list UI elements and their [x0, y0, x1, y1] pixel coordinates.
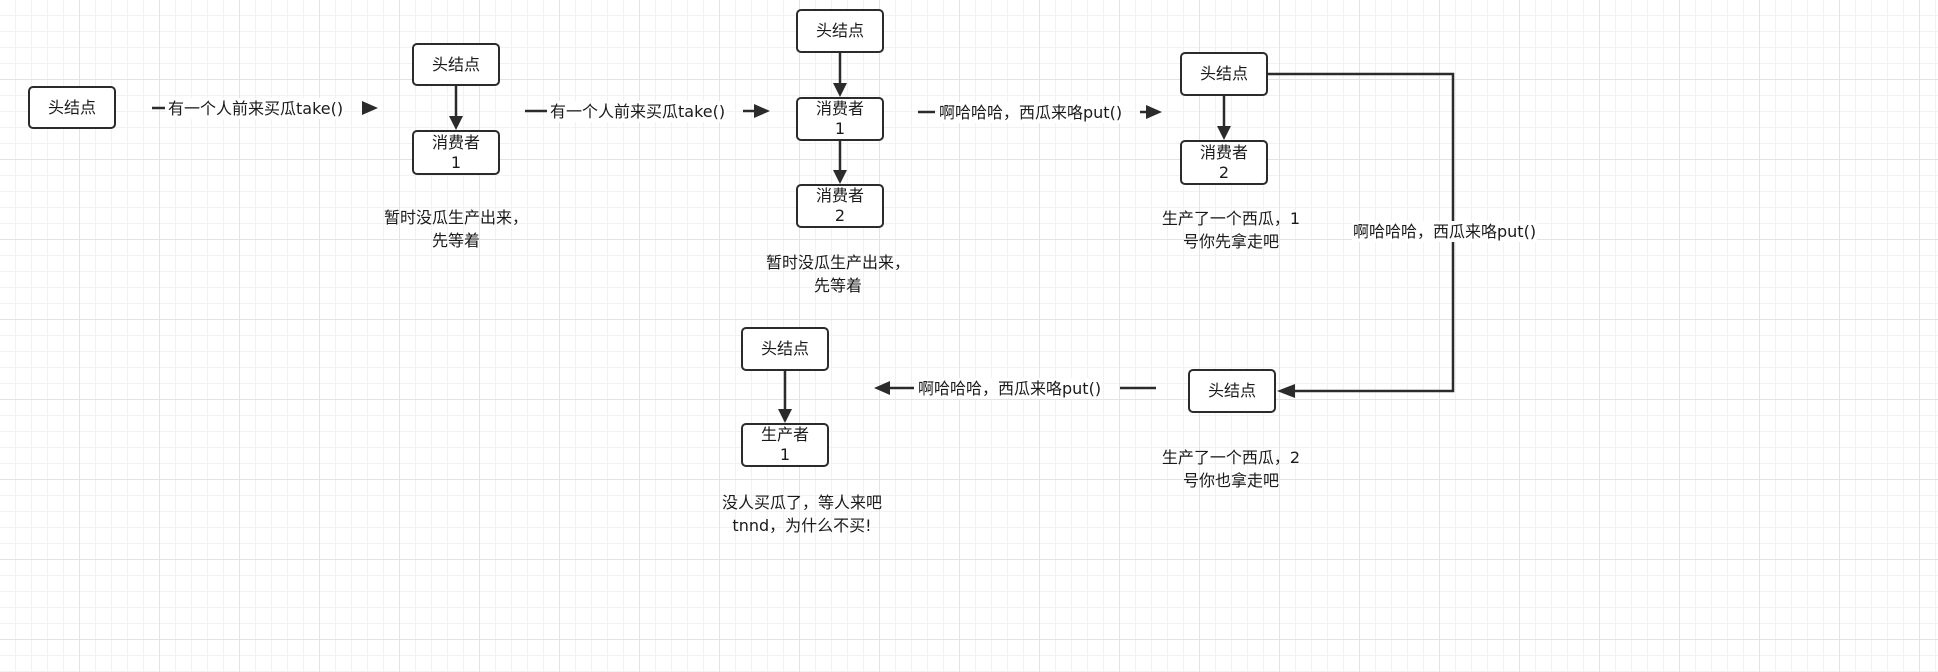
note-line: 暂时没瓜生产出来， [765, 253, 911, 272]
edge-label-take: 有一个人前来买瓜take() [549, 101, 727, 122]
consumer-name: 消费者 [431, 132, 480, 152]
note-line: 暂时没瓜生产出来， [383, 208, 529, 227]
connector-layer [152, 53, 1455, 423]
consumer-name: 消费者 [815, 99, 864, 118]
arrowhead-right [362, 101, 378, 115]
note-waiting: 暂时没瓜生产出来， 先等着 [766, 251, 910, 297]
head-node[interactable]: 头结点 [741, 327, 829, 371]
consumer-number: 2 [834, 206, 846, 225]
note-line: 先等着 [431, 231, 481, 250]
arrowhead-down [449, 116, 463, 130]
head-node-label: 头结点 [1207, 381, 1256, 400]
arrowhead-down [833, 83, 847, 97]
arrowhead-right [754, 104, 770, 118]
edge-label-put: 啊哈哈哈，西瓜来咯put() [1352, 221, 1538, 242]
head-node[interactable]: 头结点 [28, 86, 116, 129]
note-produced-2: 生产了一个西瓜，2 号你也拿走吧 [1162, 446, 1300, 492]
head-node[interactable]: 头结点 [796, 9, 884, 53]
head-node[interactable]: 头结点 [412, 43, 500, 86]
arrowhead-left [1277, 384, 1295, 398]
head-node-label: 头结点 [1199, 64, 1248, 83]
note-line: 没人买瓜了，等人来吧 [721, 493, 883, 512]
edge-label-take: 有一个人前来买瓜take() [167, 98, 345, 119]
arrowhead-right [1146, 105, 1162, 119]
head-node-label: 头结点 [815, 21, 864, 40]
note-produced-1: 生产了一个西瓜，1 号你先拿走吧 [1162, 207, 1300, 253]
note-line: 先等着 [813, 276, 863, 295]
producer-number: 1 [779, 445, 791, 464]
consumer-2-node[interactable]: 消费者 2 [1180, 140, 1268, 185]
note-waiting: 暂时没瓜生产出来， 先等着 [384, 206, 528, 252]
consumer-name: 消费者 [815, 186, 864, 205]
note-line: 号你先拿走吧 [1182, 232, 1279, 251]
head-node-label: 头结点 [760, 339, 809, 358]
note-line: tnnd，为什么不买! [732, 516, 872, 535]
head-node-label: 头结点 [47, 97, 96, 117]
head-node[interactable]: 头结点 [1180, 52, 1268, 96]
arrowhead-down [778, 409, 792, 423]
consumer-number: 1 [834, 119, 846, 138]
consumer-2-node[interactable]: 消费者 2 [796, 184, 884, 228]
note-line: 生产了一个西瓜，2 [1161, 448, 1301, 467]
note-line: 生产了一个西瓜，1 [1161, 209, 1301, 228]
arrowhead-down [833, 170, 847, 184]
head-node[interactable]: 头结点 [1188, 369, 1276, 413]
edge-label-put: 啊哈哈哈，西瓜来咯put() [917, 378, 1103, 399]
consumer-name: 消费者 [1199, 142, 1248, 162]
consumer-1-node[interactable]: 消费者 1 [796, 97, 884, 141]
head-node-label: 头结点 [431, 54, 480, 74]
consumer-number: 2 [1218, 162, 1230, 182]
arrowhead-left [874, 381, 890, 395]
producer-name: 生产者 [760, 425, 809, 444]
arrowhead-down [1217, 126, 1231, 140]
consumer-number: 1 [450, 152, 462, 172]
note-line: 号你也拿走吧 [1182, 471, 1279, 490]
consumer-1-node[interactable]: 消费者 1 [412, 130, 500, 175]
edge-label-put: 啊哈哈哈，西瓜来咯put() [938, 102, 1124, 123]
note-idle: 没人买瓜了，等人来吧 tnnd，为什么不买! [722, 491, 882, 537]
producer-1-node[interactable]: 生产者 1 [741, 423, 829, 467]
